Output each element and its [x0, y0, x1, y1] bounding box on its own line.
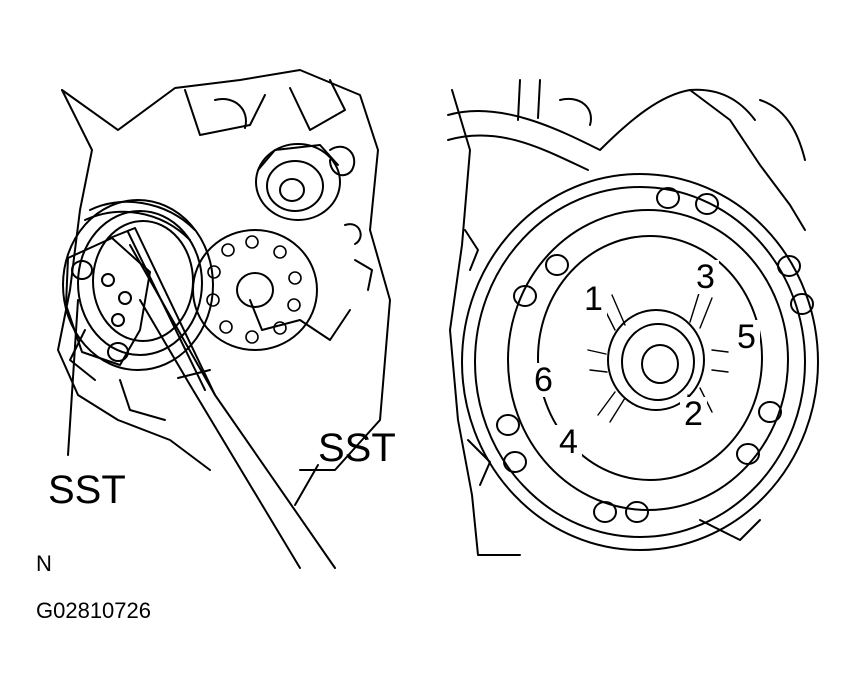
idler-pulley-upper — [255, 143, 341, 221]
sequence-number-6: 6 — [530, 363, 557, 397]
sst-holding-tool — [65, 227, 336, 569]
sequence-number-4: 4 — [555, 425, 582, 459]
sst-leader-lines — [67, 299, 319, 506]
corner-letter: N — [36, 551, 52, 576]
sequence-number-1: 1 — [580, 282, 607, 316]
engine-rear-outline — [447, 79, 806, 556]
crankshaft-pulley — [62, 199, 214, 371]
water-pump-pulley — [192, 229, 318, 351]
figure-code: G02810726 — [36, 598, 151, 623]
flywheel-housing — [461, 173, 819, 551]
sequence-number-3: 3 — [692, 260, 719, 294]
clutch-cover — [507, 209, 789, 511]
engine-front-outline — [57, 69, 391, 471]
sst-label-lower: SST — [48, 468, 126, 512]
sequence-number-2: 2 — [680, 397, 707, 431]
clutch-cover-bolts — [496, 187, 814, 523]
sst-label-right: SST — [318, 426, 396, 470]
sequence-number-5: 5 — [733, 320, 760, 354]
